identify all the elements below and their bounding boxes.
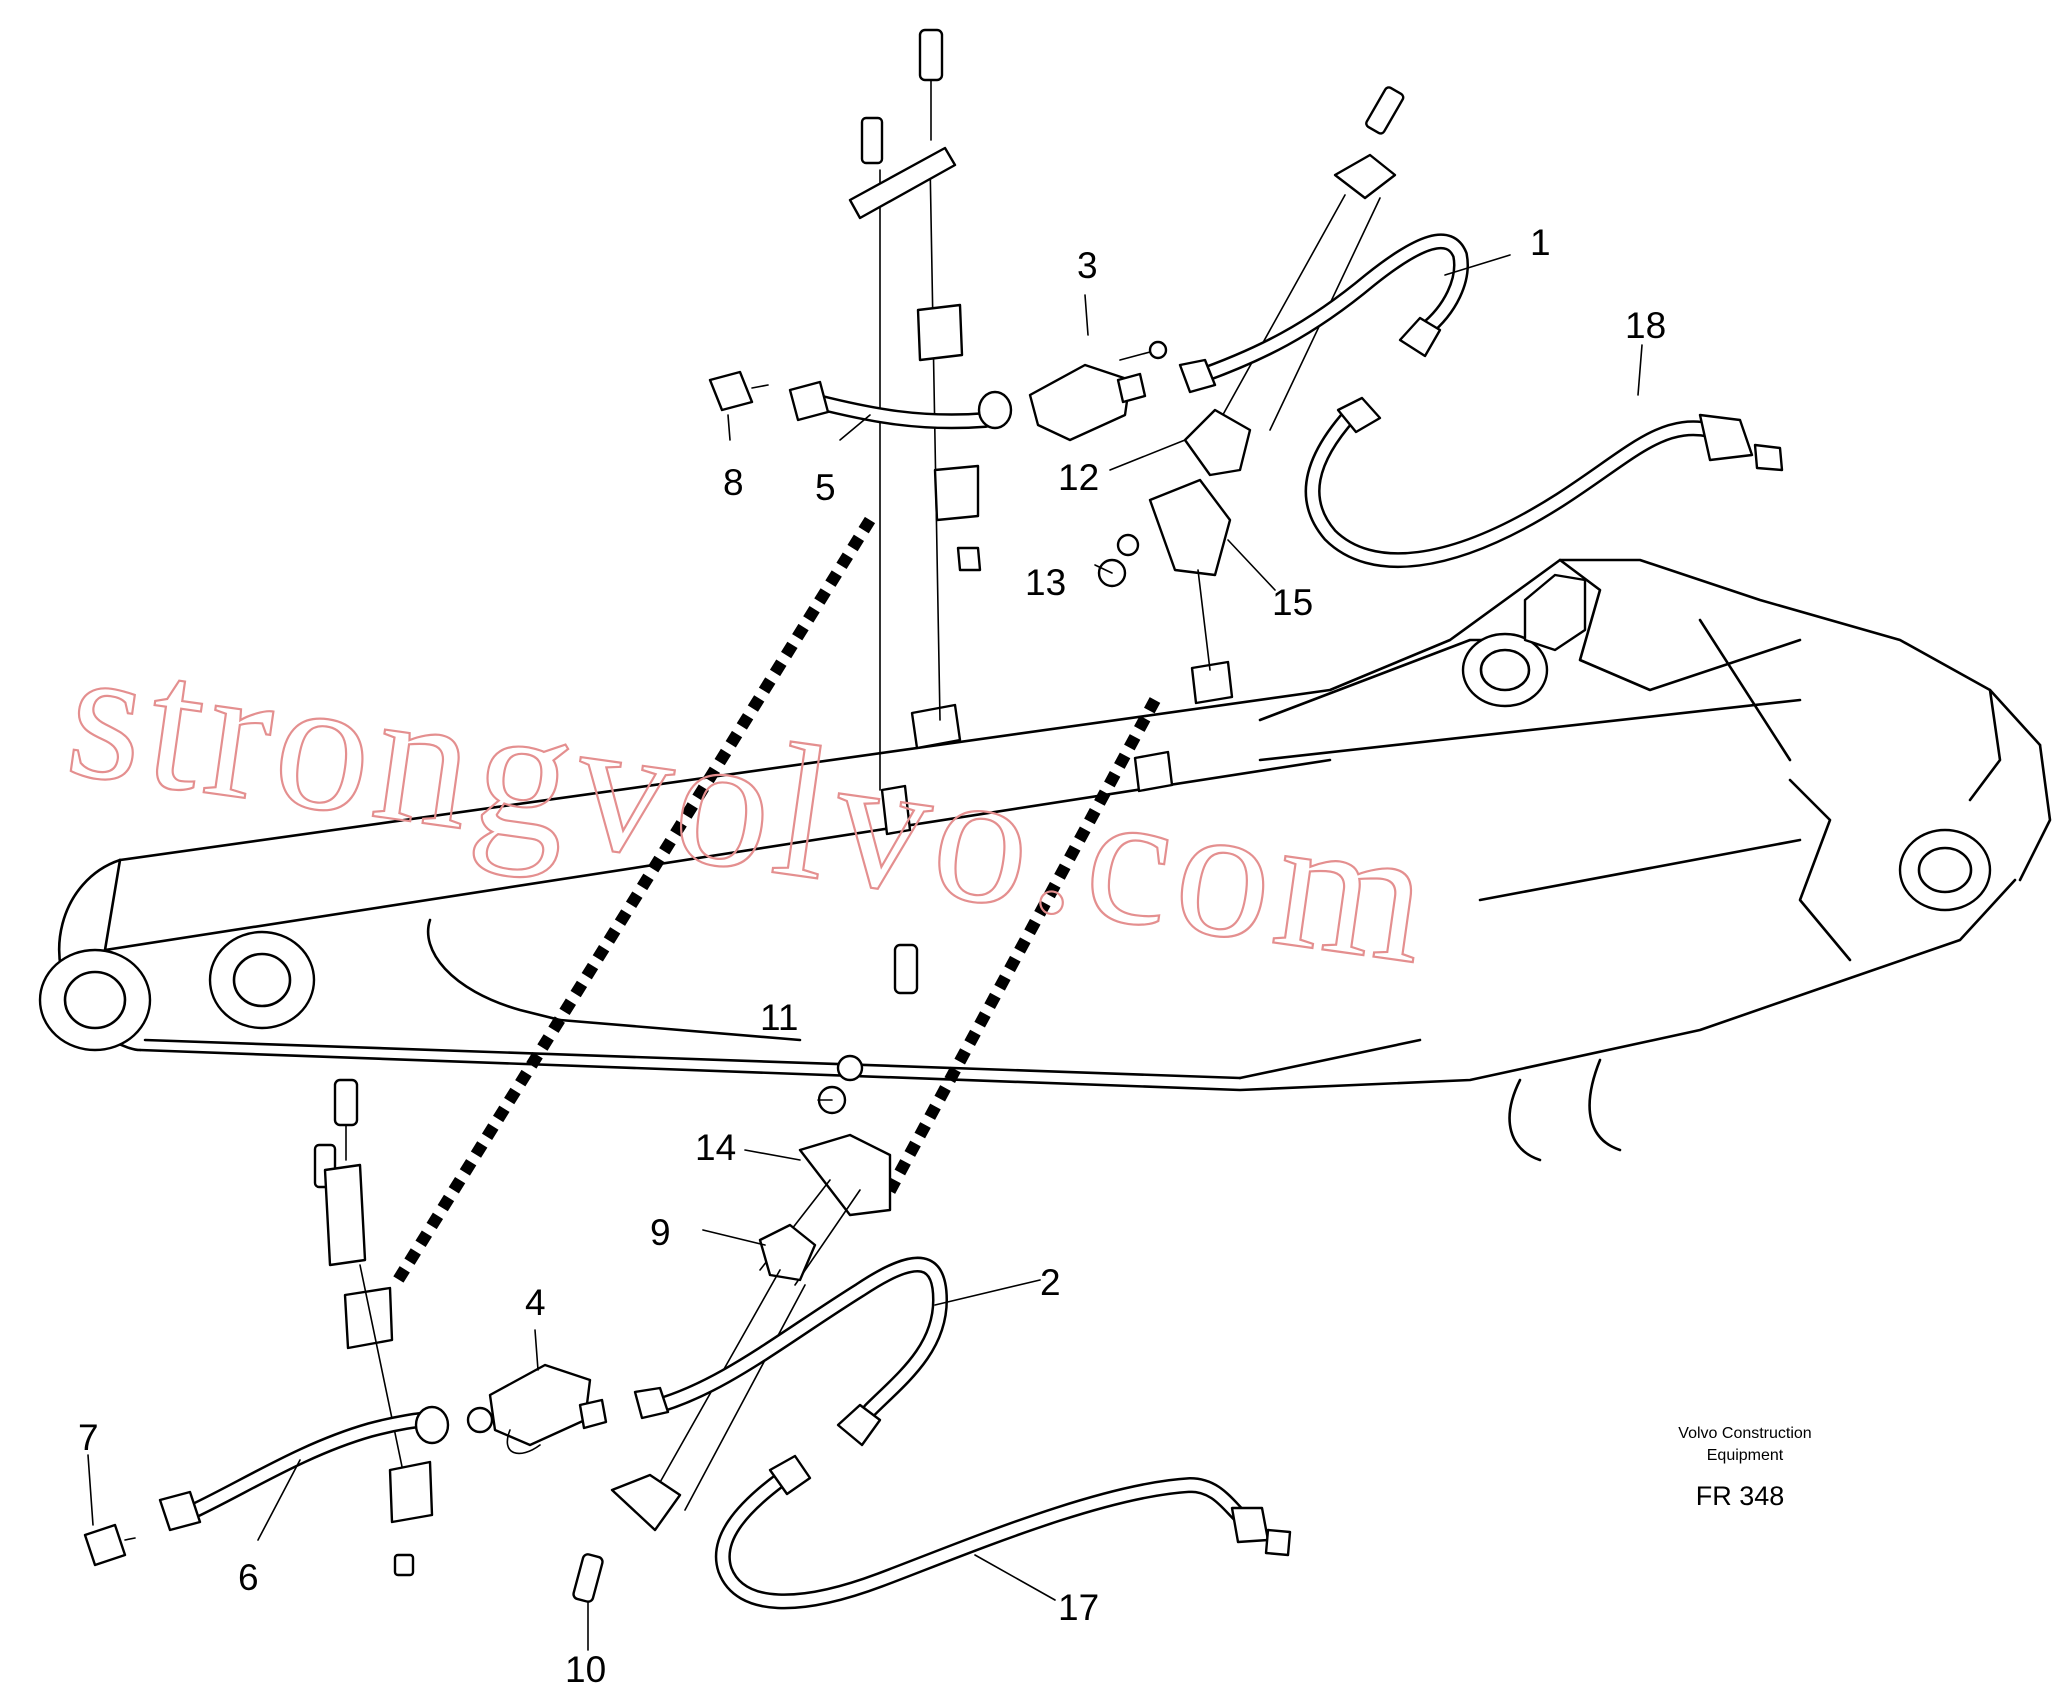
callout-1: 1 xyxy=(1530,222,1551,263)
lower-clamp-assembly xyxy=(313,1078,434,1577)
hose-5-fitting-left xyxy=(788,380,830,422)
boom-pivot-hole xyxy=(208,930,316,1030)
callout-9: 9 xyxy=(650,1212,671,1253)
plug-8 xyxy=(708,370,754,412)
credit-block: Volvo Construction Equipment FR 348 xyxy=(1678,1425,1811,1511)
valve-4 xyxy=(488,1363,592,1447)
callout-10: 10 xyxy=(565,1649,606,1690)
clamp-blocks xyxy=(880,660,1234,836)
callout-15: 15 xyxy=(1272,582,1313,623)
bolt-upper-top xyxy=(918,28,944,82)
clamp-plate-upper xyxy=(848,146,957,220)
callout-11: 11 xyxy=(760,997,798,1038)
drawing-code: FR 348 xyxy=(1696,1481,1785,1511)
hose-18 xyxy=(1304,396,1784,569)
leader-lines xyxy=(87,254,1643,1651)
callout-6: 6 xyxy=(238,1557,259,1598)
callout-14: 14 xyxy=(695,1127,736,1168)
callout-7: 7 xyxy=(78,1417,99,1458)
bracket-15 xyxy=(1148,478,1232,577)
upper-pipe-run xyxy=(708,233,1469,442)
callout-labels: 1 2 3 4 5 6 7 8 9 10 11 12 13 14 15 17 1… xyxy=(78,222,1666,1690)
clip-position-bands xyxy=(389,516,1161,1289)
boom-arm xyxy=(38,558,2052,1162)
bolt-upper-left xyxy=(860,116,884,165)
upper-right-clamp xyxy=(1097,86,1405,671)
hose-1-fitting-right xyxy=(1398,316,1442,358)
callout-13: 13 xyxy=(1025,562,1066,603)
clamp-9 xyxy=(758,1223,817,1282)
hose-17 xyxy=(714,1454,1292,1610)
bolt-10 xyxy=(572,1553,604,1603)
boom-tip-hole xyxy=(1898,828,1992,912)
hose-6-fitting xyxy=(158,1490,202,1532)
callout-2: 2 xyxy=(1040,1262,1061,1303)
hose-1-fitting-left xyxy=(1178,358,1217,394)
callout-17: 17 xyxy=(1058,1587,1099,1628)
credit-division: Equipment xyxy=(1707,1447,1784,1464)
callout-5: 5 xyxy=(815,467,836,508)
callout-12: 12 xyxy=(1058,457,1099,498)
valve-3 xyxy=(1028,363,1132,442)
boom-foot-pivot-hole xyxy=(38,948,152,1052)
callout-18: 18 xyxy=(1625,305,1666,346)
boom-cylinder-hole xyxy=(1461,632,1549,708)
credit-company: Volvo Construction xyxy=(1678,1425,1811,1442)
bracket-14 xyxy=(798,1133,892,1217)
lower-right-clamp xyxy=(572,943,919,1603)
lower-pipe-run xyxy=(83,1256,948,1567)
clamp-12 xyxy=(1183,408,1252,477)
callout-8: 8 xyxy=(723,462,744,503)
plug-7 xyxy=(83,1523,127,1567)
bolt-lower-top xyxy=(333,1078,359,1127)
callout-3: 3 xyxy=(1077,245,1098,286)
upper-clamp-assembly xyxy=(848,28,982,791)
callout-4: 4 xyxy=(525,1282,546,1323)
bolt-11 xyxy=(893,943,919,995)
